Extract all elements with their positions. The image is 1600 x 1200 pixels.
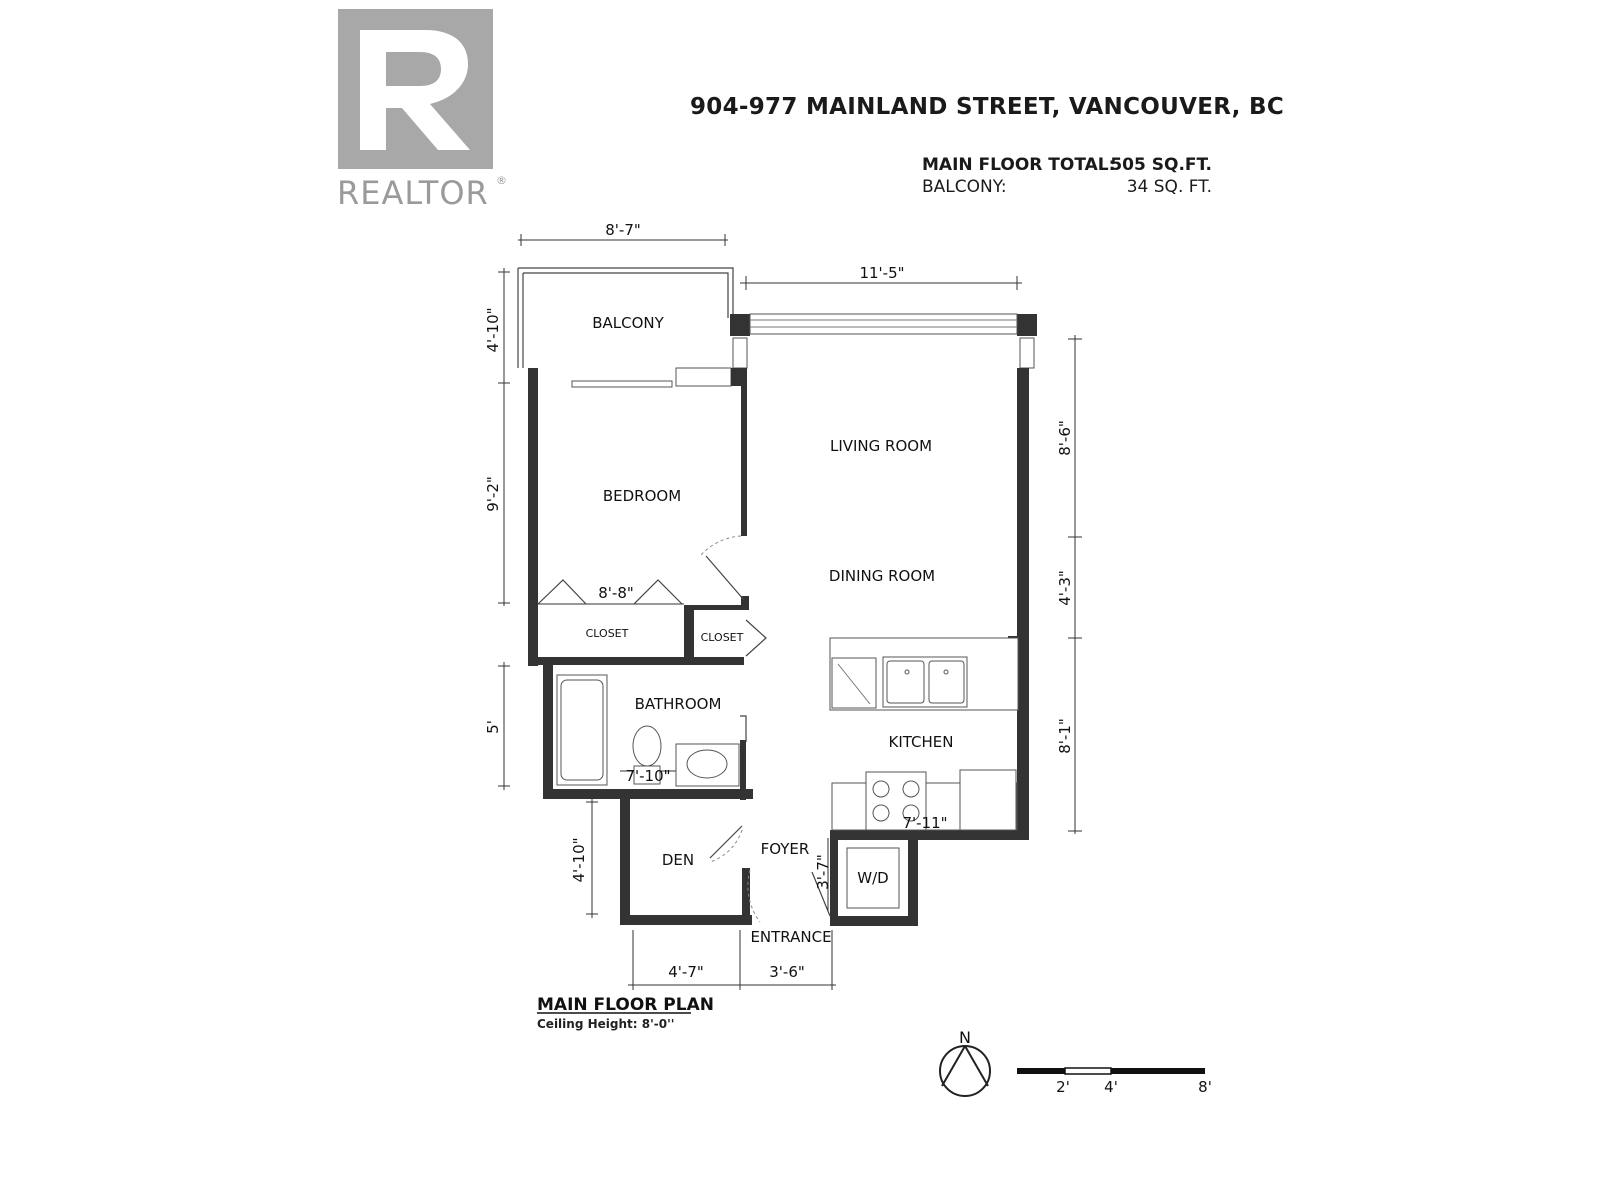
plan-footer: MAIN FLOOR PLAN Ceiling Height: 8'-0'' bbox=[537, 995, 714, 1031]
scale-bar: 2' 4' 8' bbox=[1017, 1067, 1212, 1096]
dim-den-depth: 4'-10" bbox=[570, 837, 588, 882]
dim-kitchen-depth: 8'-1" bbox=[1056, 718, 1074, 754]
room-label-bathroom: BATHROOM bbox=[635, 695, 722, 713]
room-label-bedroom: BEDROOM bbox=[603, 487, 681, 505]
washer-dryer bbox=[846, 847, 900, 909]
room-label-closet-1: CLOSET bbox=[586, 627, 629, 640]
stove bbox=[865, 771, 927, 831]
room-label-living-room: LIVING ROOM bbox=[830, 437, 932, 455]
dim-bathroom-width: 7'-10" bbox=[625, 767, 670, 785]
compass-arrow-icon bbox=[941, 1045, 989, 1087]
dim-dining-depth: 4'-3" bbox=[1056, 570, 1074, 606]
dim-living-depth: 8'-6" bbox=[1056, 420, 1074, 456]
main-floor-area-value: 505 SQ.FT. bbox=[1110, 155, 1212, 175]
dim-kitchen-width: 7'-11" bbox=[902, 814, 947, 832]
dim-living-width: 11'-5" bbox=[859, 264, 904, 282]
scale-segment-3 bbox=[1111, 1068, 1205, 1074]
balcony-area-row: BALCONY: 34 SQ. FT. bbox=[0, 177, 1600, 199]
scale-label-4ft: 4' bbox=[1104, 1078, 1118, 1096]
walls bbox=[517, 267, 1037, 926]
logo-registered-mark: ® bbox=[496, 174, 507, 187]
dimension-labels: 8'-7" 11'-5" 4'-10" 9'-2" 8'-6" 4'-3" 8'… bbox=[484, 221, 1074, 981]
room-labels: BALCONY BEDROOM LIVING ROOM DINING ROOM … bbox=[586, 314, 954, 946]
room-label-den: DEN bbox=[662, 851, 694, 869]
room-label-balcony: BALCONY bbox=[592, 314, 664, 332]
scale-segment-1 bbox=[1017, 1068, 1065, 1074]
scale-segment-2 bbox=[1064, 1067, 1112, 1075]
room-label-kitchen: KITCHEN bbox=[889, 733, 954, 751]
plan-title: MAIN FLOOR PLAN bbox=[537, 995, 714, 1015]
ceiling-height: Ceiling Height: 8'-0'' bbox=[537, 1017, 674, 1031]
main-floor-area-label: MAIN FLOOR TOTAL: bbox=[922, 155, 1116, 175]
dim-foyer-width: 3'-6" bbox=[769, 963, 805, 981]
logo-r-letter bbox=[360, 30, 470, 150]
room-label-foyer: FOYER bbox=[761, 840, 810, 858]
balcony-area-label: BALCONY: bbox=[922, 177, 1007, 197]
fridge bbox=[959, 769, 1017, 831]
room-label-entrance: ENTRANCE bbox=[750, 928, 831, 946]
compass-circle bbox=[939, 1045, 991, 1097]
room-label-dining-room: DINING ROOM bbox=[829, 567, 935, 585]
fixtures bbox=[537, 535, 1019, 923]
compass-north-label: N bbox=[959, 1028, 971, 1047]
room-label-washer-dryer: W/D bbox=[857, 869, 888, 887]
dim-den-width: 4'-7" bbox=[668, 963, 704, 981]
dim-balcony-width: 8'-7" bbox=[605, 221, 641, 239]
dim-foyer-depth: 3'-7" bbox=[814, 854, 832, 890]
realtor-logo: REALTOR ® bbox=[337, 9, 507, 212]
dim-balcony-depth: 4'-10" bbox=[484, 307, 502, 352]
scale-label-8ft: 8' bbox=[1198, 1078, 1212, 1096]
room-label-closet-2: CLOSET bbox=[701, 631, 744, 644]
scale-label-2ft: 2' bbox=[1056, 1078, 1070, 1096]
property-address: 904-977 MAINLAND STREET, VANCOUVER, BC bbox=[690, 94, 1285, 120]
logo-wordmark: REALTOR bbox=[337, 174, 489, 212]
north-compass: N bbox=[939, 1028, 991, 1097]
balcony-area-value: 34 SQ. FT. bbox=[1126, 177, 1212, 197]
dim-bedroom-width: 8'-8" bbox=[598, 584, 634, 602]
dim-bedroom-depth: 9'-2" bbox=[484, 476, 502, 512]
main-floor-area-row: MAIN FLOOR TOTAL: 505 SQ.FT. bbox=[0, 155, 1600, 177]
dim-bathroom-depth: 5' bbox=[484, 720, 502, 734]
